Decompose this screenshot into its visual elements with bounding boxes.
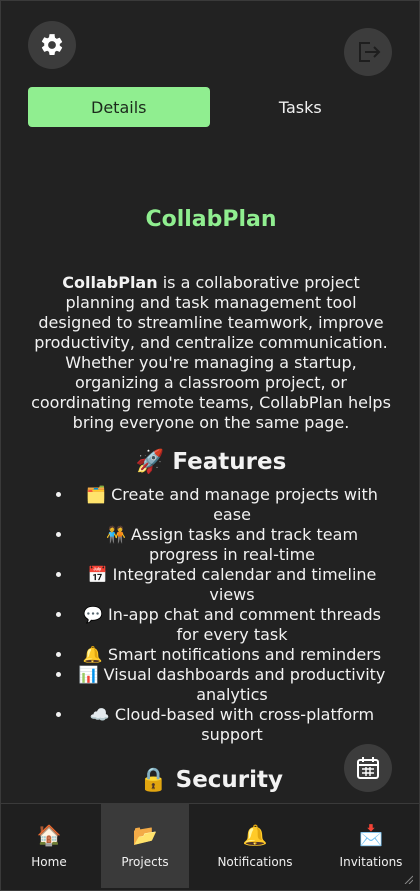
security-heading: 🔒 Security	[138, 767, 284, 793]
resize-grip-icon[interactable]	[403, 874, 413, 884]
calendar-button[interactable]	[344, 744, 392, 792]
settings-button[interactable]	[28, 21, 76, 69]
folder-icon: 📂	[132, 823, 158, 847]
intro-text: is a collaborative project planning and …	[31, 273, 391, 432]
tab-bar: Details Tasks	[28, 87, 391, 127]
features-heading: 🚀 Features	[135, 449, 287, 475]
feature-item: ☁️ Cloud-based with cross-platform suppo…	[73, 705, 391, 745]
house-icon: 🏠	[36, 823, 62, 847]
envelope-icon: 📩	[358, 823, 384, 847]
bottom-nav: 🏠 Home 📂 Projects 🔔 Notifications 📩 Invi…	[1, 803, 419, 890]
nav-label: Projects	[121, 855, 169, 869]
nav-notifications[interactable]: 🔔 Notifications	[189, 804, 321, 888]
calendar-icon	[357, 757, 379, 779]
tab-details[interactable]: Details	[28, 87, 210, 127]
features-list: 🗂️ Create and manage projects with ease …	[1, 485, 419, 745]
logout-icon	[359, 42, 381, 62]
feature-item: 💬 In-app chat and comment threads for ev…	[73, 605, 391, 645]
intro-bold: CollabPlan	[62, 273, 158, 292]
nav-projects[interactable]: 📂 Projects	[101, 804, 189, 888]
feature-item: 🗂️ Create and manage projects with ease	[73, 485, 391, 525]
nav-label: Invitations	[339, 855, 403, 869]
feature-item: 🧑‍🤝‍🧑 Assign tasks and track team progre…	[73, 525, 391, 565]
app-title: CollabPlan	[145, 207, 277, 232]
nav-invitations[interactable]: 📩 Invitations	[321, 804, 419, 888]
tab-tasks[interactable]: Tasks	[278, 97, 322, 117]
feature-item: 📅 Integrated calendar and timeline views	[73, 565, 391, 605]
logout-button[interactable]	[344, 28, 392, 76]
gear-icon	[41, 34, 63, 55]
details-content: CollabPlan CollabPlan is a collaborative…	[1, 181, 419, 803]
intro-paragraph: CollabPlan is a collaborative project pl…	[27, 273, 395, 433]
feature-item: 🔔 Smart notifications and reminders	[73, 645, 391, 665]
nav-label: Home	[31, 855, 67, 869]
nav-label: Notifications	[217, 855, 293, 869]
nav-home[interactable]: 🏠 Home	[1, 804, 97, 888]
feature-item: 📊 Visual dashboards and productivity ana…	[73, 665, 391, 705]
bell-icon: 🔔	[242, 823, 268, 847]
